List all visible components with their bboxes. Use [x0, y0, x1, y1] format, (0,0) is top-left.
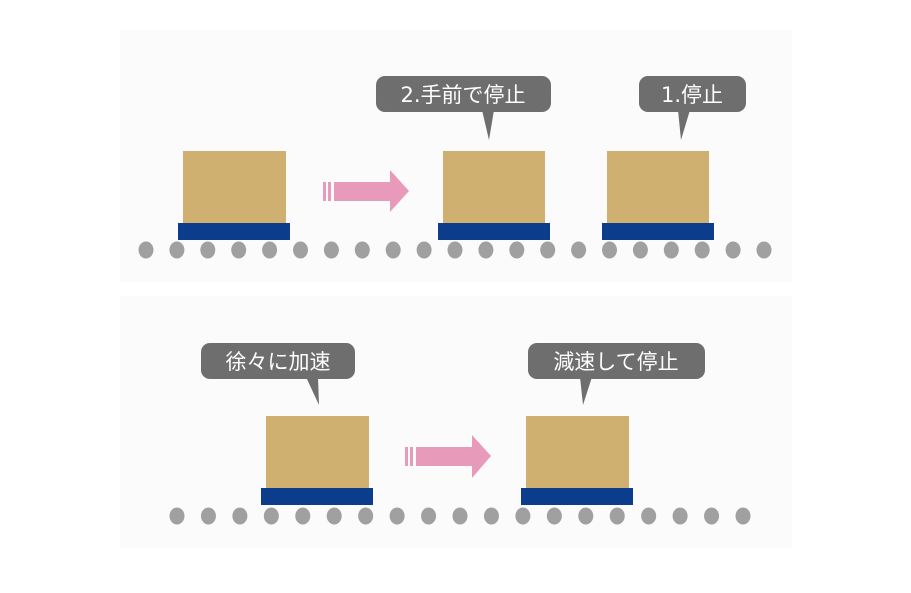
roller	[735, 507, 751, 525]
roller	[421, 507, 437, 525]
roller	[232, 507, 248, 525]
callout-label: 1.停止	[661, 83, 723, 107]
roller	[200, 507, 216, 525]
roller	[389, 507, 405, 525]
cardboard-box	[526, 416, 629, 489]
cardboard-box	[607, 151, 709, 224]
callout-label: 減速して停止	[553, 350, 678, 374]
roller	[725, 241, 741, 259]
top-box-start	[178, 151, 290, 240]
roller	[263, 507, 279, 525]
bottom-box-start	[261, 416, 373, 505]
cardboard-box	[266, 416, 369, 489]
callout-label: 2.手前で停止	[400, 83, 525, 107]
roller	[169, 241, 185, 259]
roller	[672, 507, 688, 525]
callout-gradual-accel: 徐々に加速	[201, 343, 355, 405]
callout-stop-before: 2.手前で停止	[376, 76, 551, 140]
pallet	[178, 223, 290, 240]
top-roller-row	[138, 241, 772, 259]
top-box-middle	[438, 151, 550, 240]
bottom-box-end	[521, 416, 633, 505]
bottom-panel	[120, 296, 792, 548]
pallet	[602, 223, 714, 240]
bottom-roller-row	[169, 507, 751, 525]
roller	[546, 507, 562, 525]
roller	[509, 241, 525, 259]
roller	[200, 241, 216, 259]
roller	[483, 507, 499, 525]
roller	[358, 507, 374, 525]
roller	[354, 241, 370, 259]
roller	[663, 241, 679, 259]
bottom-arrow-icon	[405, 435, 491, 478]
roller	[571, 241, 587, 259]
roller	[609, 507, 625, 525]
roller	[602, 241, 617, 259]
callout-decel-stop: 減速して停止	[528, 343, 705, 405]
roller	[293, 241, 308, 259]
roller	[295, 507, 311, 525]
callout-label: 徐々に加速	[226, 350, 331, 374]
roller	[323, 241, 339, 259]
roller	[452, 507, 468, 525]
roller	[641, 507, 657, 525]
cardboard-box	[183, 151, 286, 224]
roller	[416, 241, 432, 259]
roller	[756, 241, 772, 259]
roller	[515, 507, 531, 525]
roller	[385, 241, 401, 259]
roller	[231, 241, 247, 259]
callout-stop: 1.停止	[639, 76, 746, 140]
pallet	[438, 223, 550, 240]
roller	[540, 241, 556, 259]
cardboard-box	[443, 151, 545, 224]
roller	[694, 241, 710, 259]
top-arrow-icon	[323, 170, 409, 212]
top-box-end	[602, 151, 714, 240]
roller	[578, 507, 594, 525]
roller	[262, 241, 278, 259]
roller	[326, 507, 342, 525]
roller	[478, 241, 494, 259]
roller	[169, 507, 185, 525]
roller	[632, 241, 648, 259]
pallet	[521, 488, 633, 505]
roller	[704, 507, 720, 525]
roller	[138, 241, 154, 259]
pallet	[261, 488, 373, 505]
roller	[447, 241, 463, 259]
